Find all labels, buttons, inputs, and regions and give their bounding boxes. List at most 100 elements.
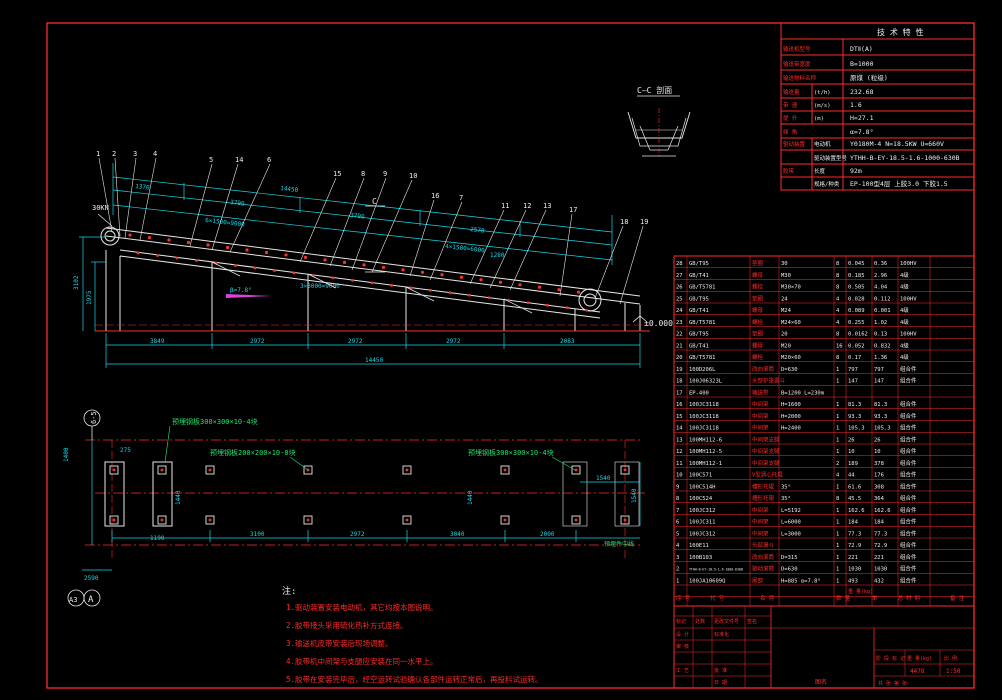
idler-roller <box>303 255 308 260</box>
return-roller <box>331 276 335 280</box>
parts-cell: H=2000 <box>781 414 801 420</box>
notes: 注: 1.驱动装置安装电动机，其它均按本图说明。2.胶带接头采用硫化热补方式连接… <box>282 585 543 684</box>
parts-cell: 1 <box>836 426 839 432</box>
leader-line <box>489 209 527 289</box>
parts-cell: YTHH-B-EY-18.5-1.6-1000-630B <box>689 568 743 572</box>
parts-cell: M20×60 <box>781 355 801 361</box>
tech-row-value: 232.68 <box>850 88 874 96</box>
parts-cell: 0.028 <box>848 296 865 302</box>
parts-cell: 槽形托辊 <box>752 494 775 502</box>
anchor-point <box>112 468 116 472</box>
parts-cell: 189 <box>848 461 858 467</box>
parts-cell: 8 <box>836 332 839 338</box>
parts-cell: 9 <box>676 484 679 490</box>
idler-roller <box>362 263 366 267</box>
parts-cell: 1 <box>836 367 839 373</box>
parts-cell: 螺母 <box>752 271 764 279</box>
idler-roller <box>147 235 152 240</box>
pad-label-mid: 预埋钢板200×200×10-8块 <box>210 448 296 457</box>
dim-top-3: 3790 <box>350 212 366 221</box>
tech-row-value: DTⅡ(A) <box>850 45 873 53</box>
plan-dim-head: 1540 <box>596 475 611 482</box>
leader-line <box>469 209 505 285</box>
parts-cell: 0.13 <box>874 332 887 338</box>
parts-cell: 组合件 <box>900 365 917 373</box>
tech-row-label: 输送机型号 <box>783 45 811 53</box>
parts-cell: 4.04 <box>874 285 888 291</box>
parts-cell: 35° <box>781 496 791 502</box>
parts-cell: 组合件 <box>900 412 917 420</box>
svg-text:日 期: 日 期 <box>714 680 727 686</box>
pad-label-left: 预埋钢板300×300×10-4块 <box>172 417 258 426</box>
parts-cell: 16 <box>676 402 683 408</box>
parts-cell: 中间架支腿 <box>752 447 780 455</box>
parts-cell: 100C524 <box>689 496 713 502</box>
parts-cell: GB/T41 <box>689 273 709 279</box>
return-roller <box>273 269 276 272</box>
return-roller <box>585 308 588 312</box>
parts-cell: 组合件 <box>900 518 917 526</box>
parts-header: 序 号 <box>676 594 691 602</box>
dim-top-4: 2570 <box>470 226 486 235</box>
tech-row-value: Y0180M-4 N=18.5KW U=660V <box>850 140 944 148</box>
embed-plate <box>402 515 412 525</box>
leader-number: 15 <box>333 170 341 178</box>
svg-text:签名: 签名 <box>747 618 757 625</box>
parts-cell: GB/T95 <box>689 261 709 267</box>
parts-cell: 22 <box>676 332 683 338</box>
parts-cell: 23 <box>676 320 683 326</box>
parts-cell: 1 <box>836 402 839 408</box>
idler-roller <box>206 243 210 247</box>
svg-text:设 计: 设 计 <box>676 631 689 638</box>
return-roller <box>351 278 354 282</box>
parts-cell: 1.02 <box>874 320 887 326</box>
leader-line <box>429 201 463 281</box>
parts-cell: 93.3 <box>874 414 887 420</box>
idler-roller <box>479 278 483 282</box>
parts-cell: 中间架 <box>752 529 769 537</box>
parts-cell: 0.001 <box>874 308 891 314</box>
parts-cell: GB/T5781 <box>689 285 716 291</box>
idler-roller <box>167 238 171 242</box>
parts-cell: 100B103 <box>689 555 712 561</box>
parts-cell: 组合件 <box>900 482 917 490</box>
dim-mid-2: 4×1500=6000 <box>445 243 486 254</box>
parts-cell: 12 <box>676 449 683 455</box>
parts-cell: 100HV <box>900 332 917 338</box>
parts-cell: 27 <box>676 273 683 279</box>
parts-cell: 头部漏斗 <box>752 541 775 549</box>
svg-text:A: A <box>88 595 94 605</box>
parts-cell: 100JC312 <box>689 531 716 537</box>
parts-cell: 184 <box>874 520 885 526</box>
tech-row-label: 驱动装置 <box>783 140 806 148</box>
parts-cell: 1030 <box>874 567 887 573</box>
parts-cell: 组合件 <box>900 459 917 467</box>
parts-cell: 1 <box>836 567 839 573</box>
parts-cell: 364 <box>874 496 885 502</box>
parts-cell: 螺母 <box>752 306 764 314</box>
idler-roller <box>381 265 386 269</box>
parts-cell: 1 <box>836 484 839 490</box>
parts-cell: 2 <box>836 461 839 467</box>
parts-cell: 100JC3118 <box>689 402 719 408</box>
parts-cell: 147 <box>848 379 858 385</box>
parts-header: 单 <box>872 594 878 602</box>
parts-cell: 797 <box>874 367 884 373</box>
view-marker-a: A A3 <box>67 589 101 607</box>
parts-cell: 0.052 <box>848 343 865 349</box>
parts-cell: 4 <box>836 473 840 479</box>
return-roller <box>565 306 569 310</box>
embed-plate <box>500 515 510 525</box>
parts-cell: L=3000 <box>781 531 801 537</box>
leader-line <box>114 157 121 237</box>
parts-cell: 组合件 <box>900 471 917 479</box>
idler-roller <box>401 268 405 272</box>
parts-cell: 105.3 <box>874 426 891 432</box>
dim-height2: 1975 <box>86 290 93 305</box>
return-roller <box>448 291 452 295</box>
anchor-point <box>208 518 212 522</box>
parts-cell: 15 <box>676 414 683 420</box>
return-roller <box>526 301 530 305</box>
anchor-point <box>574 468 578 472</box>
